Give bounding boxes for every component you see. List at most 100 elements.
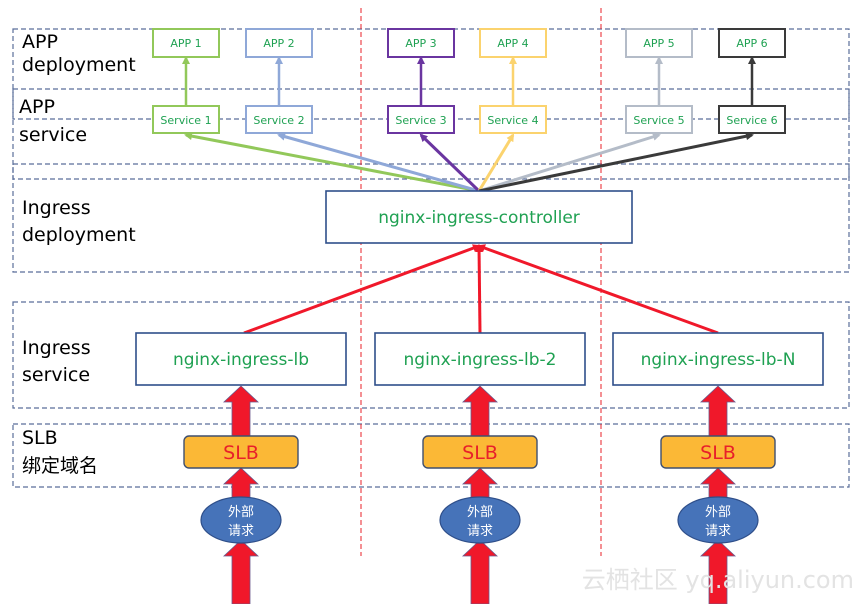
lb-to-controller-line-3 [477,244,719,335]
request-ellipse [439,496,521,544]
service-box-5[interactable]: Service 5 [625,105,693,134]
layer-label-ingress-deployment: Ingress [22,197,91,219]
layer-label-slb: SLB [22,427,58,449]
app-columns: APP 1 Service 1 APP 2 Service 2 APP 3 Service… [152,28,786,134]
column-dividers [360,8,602,556]
slb-to-lb-arrow-2 [461,385,499,438]
app-box-frame[interactable] [718,28,786,58]
layer-band-ingress-deployment [12,163,850,273]
ingress-controller-box[interactable] [325,190,633,244]
slb-label: SLB [462,442,498,464]
watermark-text: 云栖社区 yq.aliyun.com [582,566,854,594]
incoming-arrow-1 [222,539,260,604]
ingress-service-box-2[interactable]: nginx-ingress-lb-2 [374,332,586,386]
incoming-arrow-2 [461,539,499,604]
app-box-label: APP 5 [643,37,674,50]
ingress-controller-label: nginx-ingress-controller [378,208,580,228]
app-box-5[interactable]: APP 5 [625,28,693,58]
service-box-6[interactable]: Service 6 [718,105,786,134]
ingress-service-label: nginx-ingress-lb-N [641,350,796,370]
ingress-service-box-1[interactable]: nginx-ingress-lb [135,332,347,386]
service-box-label: Service 1 [160,114,211,127]
slb-frame[interactable] [422,435,538,469]
app-box-3[interactable]: APP 3 [387,28,455,58]
slb-to-lb-arrow-1 [222,385,260,438]
app-box-1[interactable]: APP 1 [152,28,220,58]
layer-label-slb-2: 绑定域名 [22,455,98,477]
service-box-3[interactable]: Service 3 [387,105,455,134]
request-label-line1: 外部 [467,505,493,520]
app-box-label: APP 3 [405,37,436,50]
ingress-service-label: nginx-ingress-lb-2 [404,350,557,370]
layer-label-app-service: APP [19,96,55,118]
slb-label: SLB [700,442,736,464]
slb-box-2[interactable]: SLB [422,435,538,469]
service-box-frame[interactable] [387,105,455,134]
fan-line-6 [478,132,754,193]
service-box-label: Service 2 [253,114,304,127]
request-to-slb-arrow-1 [222,467,260,501]
app-box-frame[interactable] [245,28,313,58]
service-box-label: Service 3 [395,114,446,127]
app-box-frame[interactable] [152,28,220,58]
app-box-6[interactable]: APP 6 [718,28,786,58]
request-label-line2: 请求 [228,524,254,539]
request-ellipse [677,496,759,544]
request-to-slb-arrow-3 [699,467,737,501]
service-box-4[interactable]: Service 4 [479,105,547,134]
request-ellipse [200,496,282,544]
slb-box-1[interactable]: SLB [183,435,299,469]
app-box-frame[interactable] [625,28,693,58]
app-box-frame[interactable] [387,28,455,58]
app-box-label: APP 1 [170,37,201,50]
layer-labels: APP deployment APP service Ingress deplo… [19,31,136,477]
layer-label-ingress-service-2: service [22,364,90,386]
layer-label-app-deployment: APP [22,31,58,53]
ingress-service-frame[interactable] [612,332,824,386]
layer-band-slb [12,423,850,488]
fan-line-1 [184,132,480,193]
layer-label-app-service-2: service [19,124,87,146]
service-box-frame[interactable] [479,105,547,134]
lb-to-controller-line-1 [243,244,481,335]
layer-label-ingress-deployment-2: deployment [22,224,136,246]
app-box-2[interactable]: APP 2 [245,28,313,58]
app-box-label: APP 4 [497,37,528,50]
fan-line-4 [477,133,515,192]
incoming-arrow-3 [699,539,737,604]
service-box-frame[interactable] [625,105,693,134]
app-box-label: APP 2 [263,37,294,50]
service-box-label: Service 6 [726,114,777,127]
layer-label-app-deployment-2: deployment [22,54,136,76]
service-box-1[interactable]: Service 1 [152,105,220,134]
service-box-label: Service 5 [633,114,684,127]
slb-frame[interactable] [660,435,776,469]
layer-label-ingress-service: Ingress [22,337,91,359]
ingress-service-frame[interactable] [135,332,347,386]
request-label-line1: 外部 [705,505,731,520]
ingress-service-label: nginx-ingress-lb [173,350,309,370]
slb-label: SLB [223,442,259,464]
app-box-4[interactable]: APP 4 [479,28,547,58]
service-box-2[interactable]: Service 2 [245,105,313,134]
ingress-service-box-3[interactable]: nginx-ingress-lb-N [612,332,824,386]
app-box-label: APP 6 [736,37,767,50]
fan-line-2 [277,132,480,193]
controller-to-service-lines [184,132,754,193]
slb-frame[interactable] [183,435,299,469]
ingress-controller[interactable]: nginx-ingress-controller [325,190,633,244]
service-box-frame[interactable] [152,105,220,134]
service-box-frame[interactable] [245,105,313,134]
request-label-line1: 外部 [228,505,254,520]
slb-to-lb-arrow-3 [699,385,737,438]
app-box-frame[interactable] [479,28,547,58]
slb-box-3[interactable]: SLB [660,435,776,469]
service-box-frame[interactable] [718,105,786,134]
ingress-service-frame[interactable] [374,332,586,386]
request-label-line2: 请求 [467,524,493,539]
lb-to-controller-line-2 [475,244,484,334]
layer-band-ingress-service [12,301,850,409]
